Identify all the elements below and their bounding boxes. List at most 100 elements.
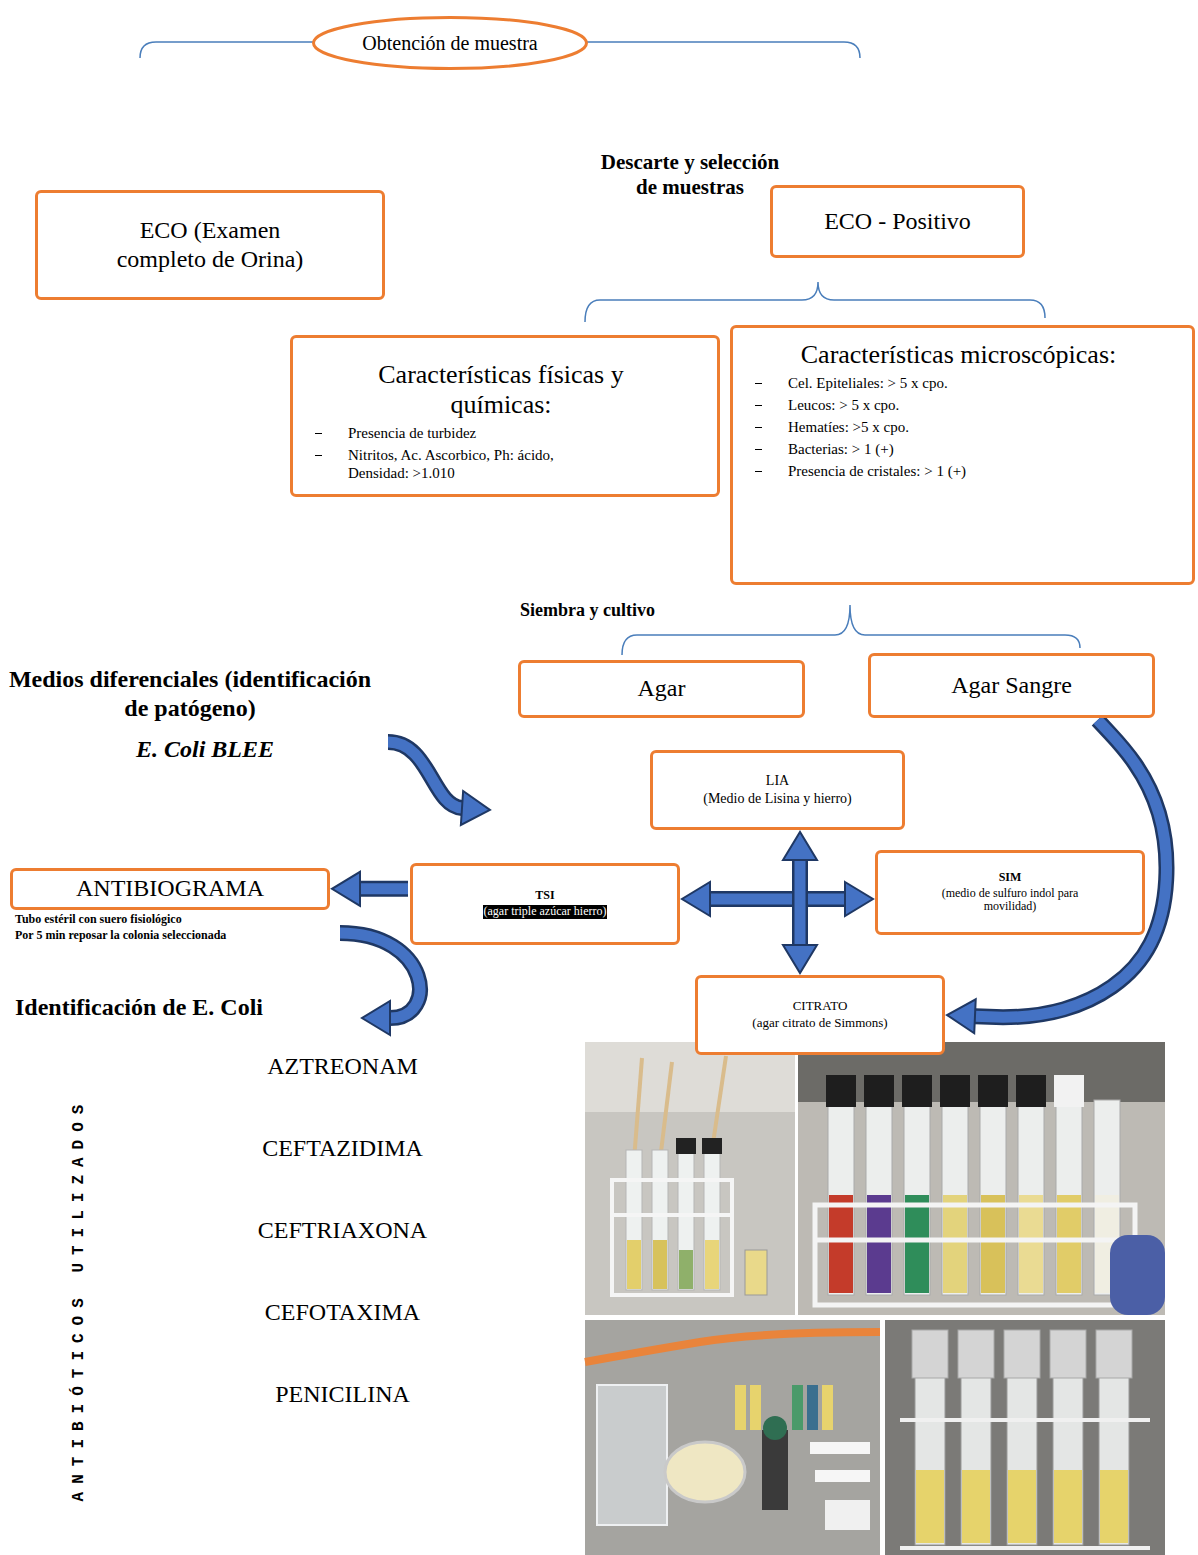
tube-rack (612, 1213, 732, 1217)
node-detail: (medio de sulfuro indol para movilidad) (915, 887, 1105, 915)
node-title: Características microscópicas: (801, 340, 1116, 370)
test-tube (822, 1385, 833, 1430)
test-medium-box: TSI (agar triple azúcar hierro) (410, 863, 680, 945)
node-title: LIA (766, 773, 789, 789)
culture-medium-box: Agar Sangre (868, 653, 1155, 718)
tube-cap (864, 1075, 894, 1107)
burner (762, 1430, 788, 1510)
node-title: Agar Sangre (951, 672, 1072, 700)
tube-liquid (905, 1195, 929, 1293)
test-tube (750, 1385, 761, 1430)
photo-ground (585, 1042, 795, 1315)
node-title: CEFTAZIDIMA (262, 1135, 423, 1163)
test-tube (1053, 1360, 1083, 1545)
test-medium-box: SIM (medio de sulfuro indol para movilida… (875, 850, 1145, 935)
node-detail: (agar triple azúcar hierro) (483, 905, 608, 919)
node-detail: Leucos: > 5 x cpo. (733, 396, 899, 414)
process-box: ANTIBIOGRAMA (10, 868, 330, 910)
lab-photo (585, 1042, 795, 1315)
test-tube (961, 1360, 991, 1545)
node-detail: Cel. Epiteliales: > 5 x cpo. (733, 374, 948, 392)
foil-cap (1096, 1330, 1132, 1378)
ellipse-outline (314, 18, 587, 69)
node-title: AZTREONAM (267, 1053, 418, 1081)
test-tube (1018, 1100, 1044, 1295)
brace-bracket (622, 605, 1080, 655)
foil-cap (1004, 1330, 1040, 1378)
test-tube (1056, 1100, 1082, 1295)
node-title: ECO (Examen completo de Orina) (103, 216, 318, 274)
start-ellipse: Obtención de muestra (312, 16, 588, 70)
vial (745, 1250, 767, 1295)
curved-block-arrow (388, 742, 462, 808)
node-title: CEFOTAXIMA (265, 1299, 420, 1327)
test-tube (915, 1360, 945, 1545)
curved-block-arrow (340, 933, 420, 1018)
tube-cap (940, 1075, 970, 1107)
connector-outline (710, 891, 845, 907)
tube-liquid (1057, 1195, 1081, 1293)
wooden-stick (660, 1062, 672, 1160)
procedure-note: Tubo estéril con suero fisiológico (15, 912, 182, 926)
gas-hose (585, 1332, 880, 1362)
process-box: ECO (Examen completo de Orina) (35, 190, 385, 300)
criteria-box: Características microscópicas: Cel. Epite… (730, 325, 1195, 585)
node-title: CITRATO (793, 999, 848, 1014)
petri-dish (665, 1442, 745, 1502)
test-tube (828, 1100, 854, 1295)
lab-photo (885, 1320, 1165, 1555)
foil-cap (958, 1330, 994, 1378)
wooden-stick (712, 1056, 726, 1150)
step-heading: Descarte y selección de muestras (590, 150, 790, 200)
connector-body (710, 894, 845, 905)
test-tube (1099, 1360, 1129, 1545)
pathogen-name: E. Coli BLEE (40, 735, 370, 764)
node-title: ECO - Positivo (824, 208, 971, 236)
test-tube (652, 1150, 668, 1290)
antibiotic-arrow-box: PENICILINA (145, 1375, 570, 1415)
connector-body (360, 883, 408, 894)
section-heading: Medios diferenciales (identificación de … (5, 665, 375, 723)
photo-ground (585, 1320, 880, 1555)
antibiotic-arrow-box: CEFTRIAXONA (145, 1211, 570, 1251)
tube-rack (612, 1180, 732, 1295)
burner-top (763, 1416, 787, 1440)
tube-rack (815, 1238, 1135, 1243)
tube-cap (1016, 1075, 1046, 1107)
section-heading: Identificación de E. Coli (15, 993, 263, 1022)
culture-medium-box: Agar (518, 660, 805, 718)
block-arrow-connector (710, 899, 845, 900)
foil-cap (1050, 1330, 1086, 1378)
tube-rack (815, 1205, 1135, 1305)
step-heading: Siembra y cultivo (520, 600, 655, 622)
tube-liquid (867, 1195, 891, 1293)
block-arrow-connector (360, 888, 408, 889)
antibiotic-arrow-box: CEFOTAXIMA (145, 1293, 570, 1333)
node-detail: (agar citrato de Simmons) (752, 1016, 887, 1031)
node-title: SIM (999, 871, 1022, 885)
antibiotic-arrow-box: AZTREONAM (145, 1047, 570, 1087)
photo-ground (798, 1042, 1165, 1315)
tube-rack (900, 1546, 1150, 1550)
brace-bracket (585, 282, 1045, 322)
curved-block-arrow (340, 933, 420, 1018)
tube-liquid (679, 1250, 693, 1289)
node-title: PENICILINA (275, 1381, 410, 1409)
vertical-arrow-label: ANTIBIÓTICOS UTILIZADOS (30, 1045, 128, 1553)
tube-cap (902, 1075, 932, 1107)
tube-liquid (1008, 1470, 1036, 1543)
node-title: TSI (535, 889, 554, 903)
criteria-box: Características físicas y químicas:Prese… (290, 335, 720, 497)
node-title: Características físicas y químicas: (341, 360, 661, 420)
tube-liquid (705, 1240, 719, 1289)
tube-liquid (1054, 1470, 1082, 1543)
glove (1110, 1235, 1165, 1315)
curved-block-arrow (388, 742, 462, 808)
tube-cap (978, 1075, 1008, 1107)
node-title: CEFTRIAXONA (258, 1217, 427, 1245)
test-tube (1007, 1360, 1037, 1545)
tube-liquid (653, 1240, 667, 1289)
swab-packet (815, 1470, 870, 1482)
tube-cap (1054, 1075, 1084, 1107)
tube-cap (826, 1075, 856, 1107)
